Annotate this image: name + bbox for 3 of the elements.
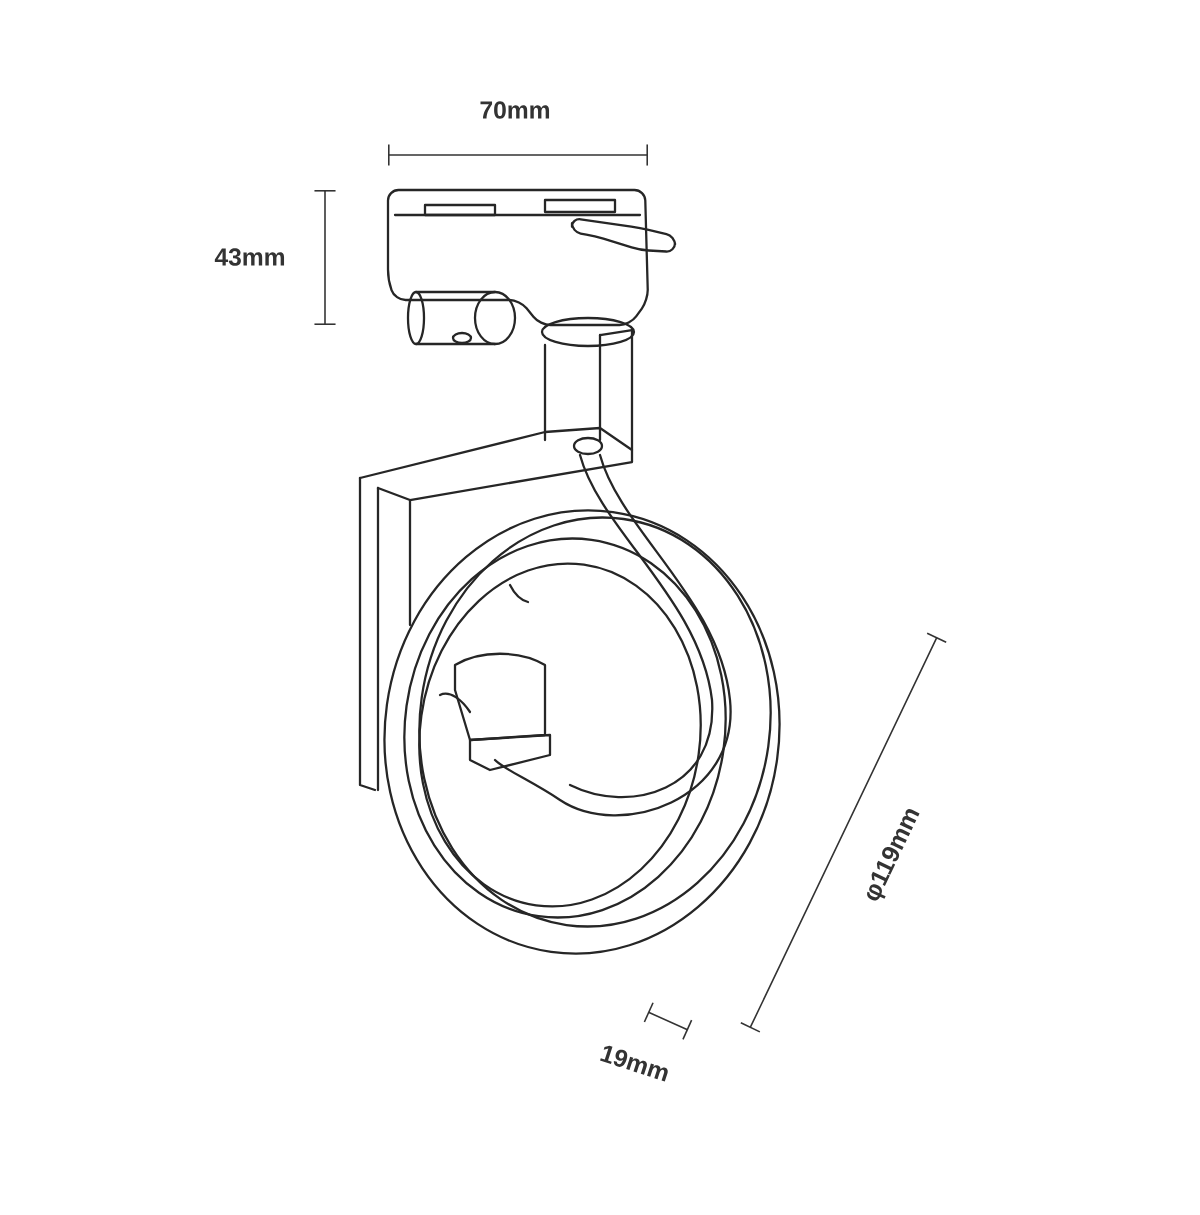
dimension-label: 70mm [480,101,550,119]
dimension-label: 43mm [214,248,285,266]
dimension-label: 19mm [600,1045,668,1082]
